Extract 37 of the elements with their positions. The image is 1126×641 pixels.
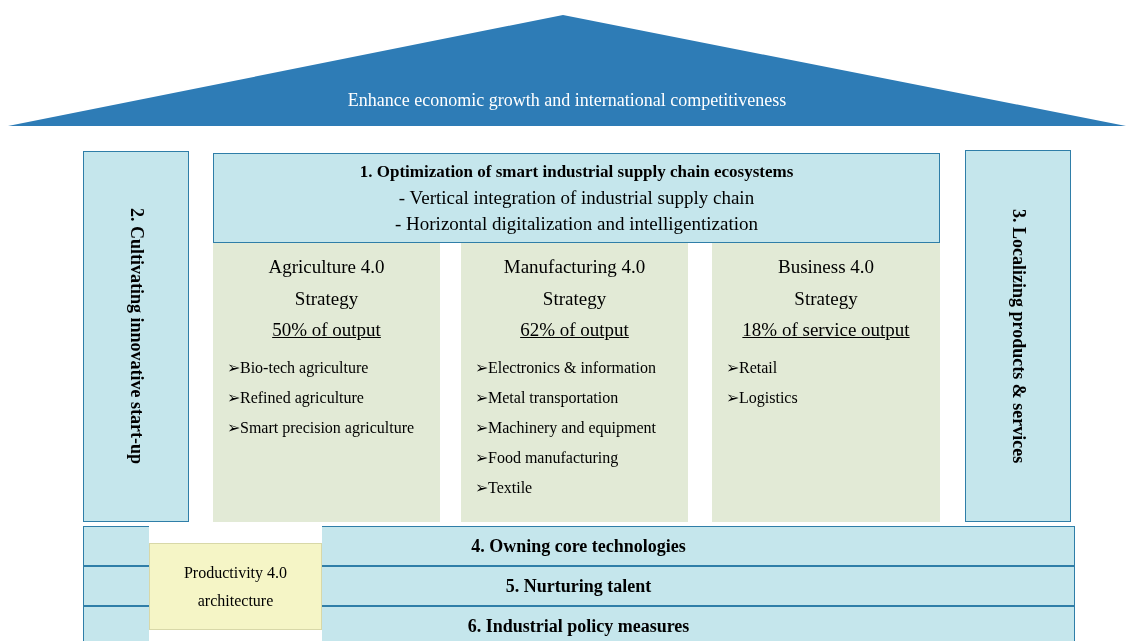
column-title: Business 4.0 Strategy: [776, 255, 876, 311]
pillar-title: 3. Localizing products & services: [1007, 208, 1030, 464]
roof-triangle: [8, 15, 1126, 126]
ecosystem-box: [213, 153, 940, 243]
side-pillar: [965, 150, 1071, 522]
sector-item: ➢Smart precision agriculture: [227, 418, 416, 439]
side-pillar: [83, 151, 189, 522]
column-title: Manufacturing 4.0 Strategy: [502, 255, 647, 311]
sector-item: ➢Textile: [475, 478, 534, 498]
sector-item: ➢Refined agriculture: [227, 388, 365, 409]
foundation-band: [322, 526, 1075, 566]
band-title: 6. Industrial policy measures: [467, 614, 690, 638]
strategy-column: [213, 243, 440, 522]
architecture-label: Productivity 4.0 architecture: [182, 562, 289, 611]
sector-item: ➢Food manufacturing: [475, 448, 620, 469]
sector-item: ➢Retail: [726, 358, 779, 378]
output-share: 62% of output: [519, 318, 630, 342]
pillar-title: 2. Cultivating innovative start-up: [125, 208, 148, 465]
box-item: - Horizontal digitalization and intelligentization: [395, 212, 758, 236]
sector-item: ➢Electronics & information: [475, 358, 657, 378]
band-title: 4. Owning core technologies: [471, 534, 686, 558]
sector-item: ➢Machinery and equipment: [475, 418, 657, 439]
strategy-column: [461, 243, 688, 522]
box-title: 1. Optimization of smart industrial supply chain ecosystems: [359, 161, 794, 183]
sector-item: ➢Logistics: [726, 388, 799, 409]
foundation-band: [322, 566, 1075, 606]
sector-item: ➢Metal transportation: [475, 388, 620, 409]
sector-item: ➢Bio-tech agriculture: [227, 358, 370, 379]
output-share: 50% of output: [271, 318, 382, 342]
box-item: - Vertical integration of industrial supply chain: [398, 186, 755, 210]
band-title: 5. Nurturing talent: [505, 574, 652, 598]
foundation-band: [322, 606, 1075, 641]
roof-title: Enhance economic growth and international competitiveness: [347, 89, 787, 112]
output-share: 18% of service output: [741, 318, 911, 342]
column-title: Agriculture 4.0 Strategy: [267, 255, 386, 311]
architecture-box: [149, 543, 322, 630]
strategy-column: [712, 243, 940, 522]
